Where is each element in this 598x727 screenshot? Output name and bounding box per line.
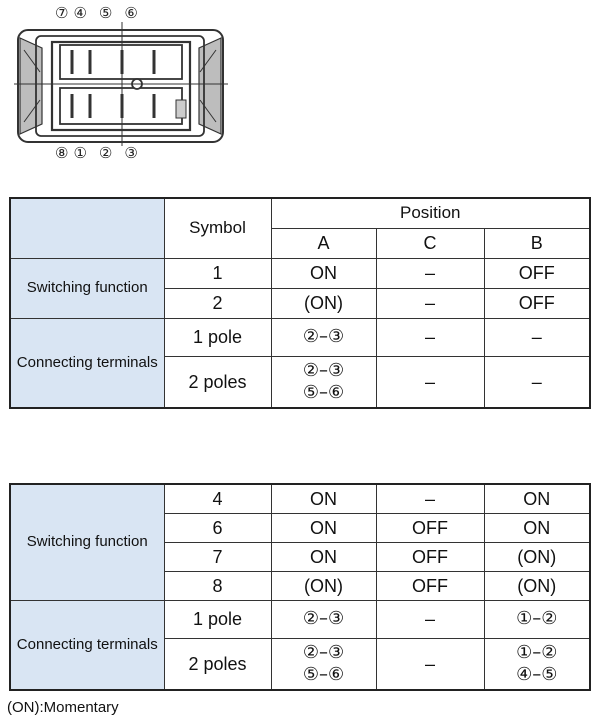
symbol-cell: 1: [163, 257, 272, 289]
terminal-pair: ②–③: [302, 359, 345, 381]
position-a-cell: ②–③ ⑤–⑥: [270, 355, 377, 409]
position-a-cell: ②–③ ⑤–⑥: [270, 637, 377, 691]
position-c-cell: –: [375, 599, 485, 639]
position-b-cell: (ON): [483, 541, 591, 572]
symbol-cell: 4: [163, 483, 272, 514]
position-c-cell: OFF: [375, 541, 485, 572]
terminal-label: ⑦: [55, 4, 69, 22]
switch-outline-drawing: [14, 22, 228, 146]
position-c-cell: –: [375, 317, 485, 357]
switching-table-2: Switching function 4 ON – ON 6 ON OFF ON…: [9, 483, 591, 691]
terminal-label: ①: [73, 144, 87, 162]
position-a-cell: ②–③: [270, 317, 377, 357]
position-a-cell: (ON): [270, 570, 377, 601]
symbol-cell: 1 pole: [163, 599, 272, 639]
terminal-label: ⑧: [55, 144, 69, 162]
terminal-label: ②: [98, 144, 113, 162]
symbol-cell: 1 pole: [163, 317, 272, 357]
terminal-pair: ④–⑤: [516, 663, 558, 685]
switching-table-1: Symbol Position A C B Switching function…: [9, 197, 592, 409]
symbol-cell: 7: [163, 541, 272, 572]
position-b-cell: (ON): [483, 570, 591, 601]
position-c-cell: OFF: [375, 512, 485, 543]
position-b-cell: ON: [483, 512, 591, 543]
position-b-cell: ON: [483, 483, 591, 514]
symbol-cell: 6: [163, 512, 272, 543]
terminal-label: ③: [124, 144, 138, 162]
momentary-note: (ON):Momentary: [7, 699, 119, 716]
connecting-terminals-label: Connecting terminals: [9, 317, 165, 409]
position-a-cell: (ON): [270, 287, 377, 319]
position-c-cell: –: [375, 257, 485, 289]
position-c-header: C: [375, 227, 485, 259]
position-b-cell: OFF: [483, 257, 591, 289]
position-b-cell: ①–②: [483, 599, 591, 639]
switching-function-label: Switching function: [9, 257, 165, 319]
position-a-cell: ON: [270, 483, 377, 514]
position-b-cell: OFF: [483, 287, 591, 319]
terminal-label: ⑤: [98, 4, 113, 22]
position-a-cell: ON: [270, 512, 377, 543]
position-c-cell: –: [375, 355, 485, 409]
terminal-label: ④: [73, 4, 87, 22]
position-c-cell: OFF: [375, 570, 485, 601]
connecting-terminals-label: Connecting terminals: [9, 599, 165, 691]
position-a-cell: ②–③: [270, 599, 377, 639]
position-b-header: B: [483, 227, 591, 259]
position-a-cell: ON: [270, 257, 377, 289]
terminal-pair: ⑤–⑥: [302, 381, 345, 403]
position-c-cell: –: [375, 483, 485, 514]
symbol-header: Symbol: [163, 197, 272, 259]
position-b-cell: –: [483, 355, 591, 409]
terminal-pair: ②–③: [302, 641, 345, 663]
symbol-cell: 8: [163, 570, 272, 601]
position-c-cell: –: [375, 637, 485, 691]
terminal-pair: ①–②: [516, 641, 558, 663]
switching-function-label: Switching function: [9, 483, 165, 601]
position-a-cell: ON: [270, 541, 377, 572]
header-corner: [9, 197, 165, 259]
terminal-label: ⑥: [124, 4, 138, 22]
symbol-cell: 2 poles: [163, 355, 272, 409]
position-b-cell: –: [483, 317, 591, 357]
symbol-cell: 2: [163, 287, 272, 319]
position-a-header: A: [270, 227, 377, 259]
position-b-cell: ①–② ④–⑤: [483, 637, 591, 691]
position-header: Position: [270, 197, 591, 229]
symbol-cell: 2 poles: [163, 637, 272, 691]
position-c-cell: –: [375, 287, 485, 319]
terminal-pair: ⑤–⑥: [302, 663, 345, 685]
